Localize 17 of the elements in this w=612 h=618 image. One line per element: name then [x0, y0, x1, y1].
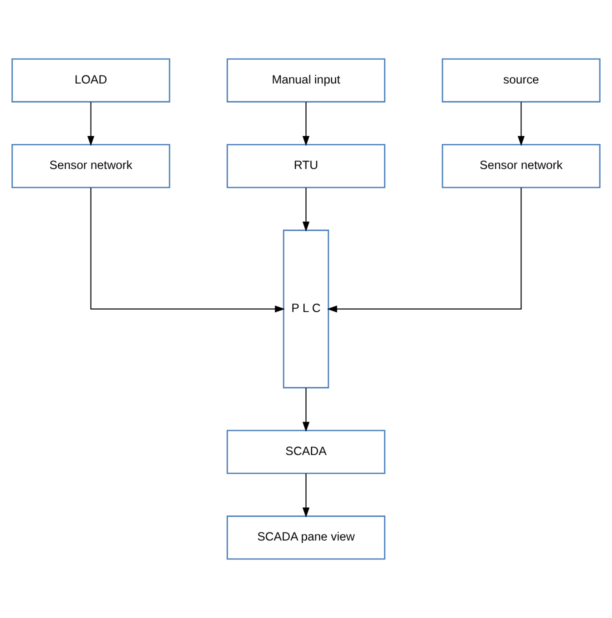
node-box: Sensor network: [442, 144, 600, 188]
arrow: [302, 473, 310, 518]
arrow: [327, 187, 522, 312]
node-box: source: [442, 58, 600, 102]
node-box: Sensor network: [12, 144, 170, 188]
node-box: LOAD: [12, 58, 170, 102]
node-box: Manual input: [226, 58, 386, 102]
arrow: [302, 187, 310, 232]
node-box: SCADA pane view: [226, 516, 386, 560]
node-box: SCADA: [226, 430, 386, 474]
node-box: RTU: [226, 144, 386, 188]
arrow: [87, 102, 94, 146]
arrow: [302, 388, 310, 432]
node-box: P L C: [282, 230, 330, 388]
arrow: [90, 187, 285, 312]
arrow: [302, 102, 310, 146]
arrow: [518, 102, 525, 146]
